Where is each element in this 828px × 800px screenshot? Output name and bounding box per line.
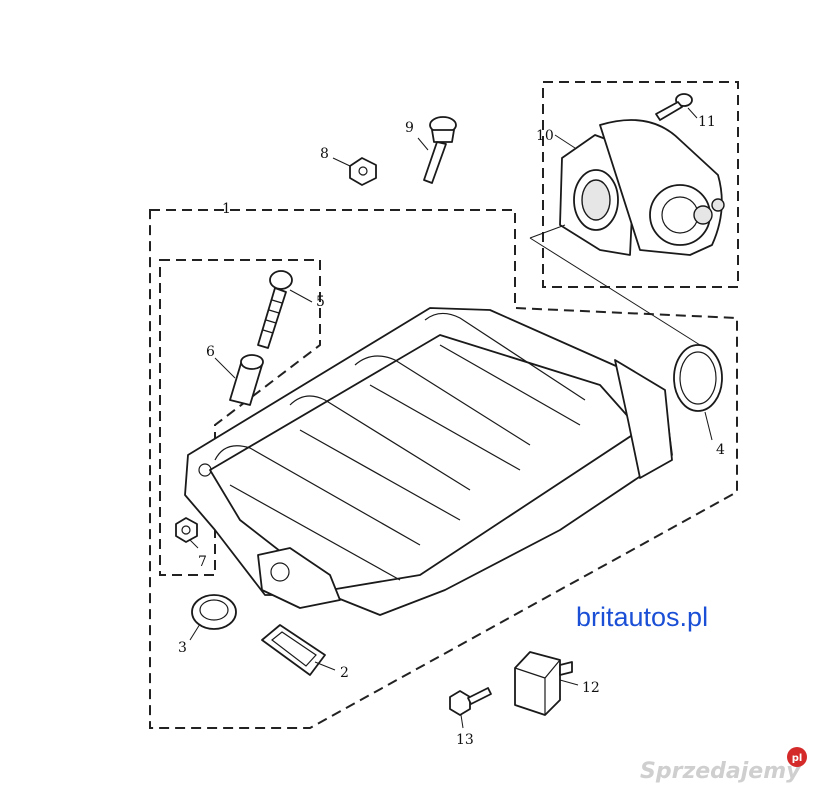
callout-1: 1 [222,201,231,217]
callout-13: 13 [456,732,474,748]
callout-7: 7 [198,554,207,570]
leader-lines [189,107,713,729]
subgroup-boundary-5 [159,259,321,576]
intake-manifold [184,307,673,616]
nut-part-8 [349,157,377,186]
callout-4: 4 [716,442,725,458]
watermark-text: Sprzedajemy [640,759,802,784]
gasket-part-4 [673,344,723,412]
watermark-badge-text: pl [792,753,803,764]
spacer-part-6 [229,354,264,406]
callout-6: 6 [206,344,215,360]
brand-text: britautos.pl [576,602,708,632]
callout-11: 11 [698,114,716,130]
assembly-boundary-1 [149,209,738,729]
callout-2: 2 [340,665,349,681]
callout-10: 10 [536,128,554,144]
callout-8: 8 [320,146,329,162]
throttle-body-part-10 [559,119,725,256]
callout-5: 5 [316,294,325,310]
bolt-part-9 [423,116,457,184]
gasket-part-2 [261,624,326,676]
bolt-part-13 [449,687,492,716]
seal-part-3 [191,594,237,630]
callout-9: 9 [405,120,414,136]
bolt-part-5 [257,270,293,349]
watermark-badge: pl [787,747,807,767]
sensor-part-12 [514,651,573,716]
nut-part-7 [175,517,198,543]
screw-part-11 [655,93,693,121]
subgroup-boundary-10 [542,81,739,288]
callout-12: 12 [582,680,600,696]
callout-3: 3 [178,640,187,656]
